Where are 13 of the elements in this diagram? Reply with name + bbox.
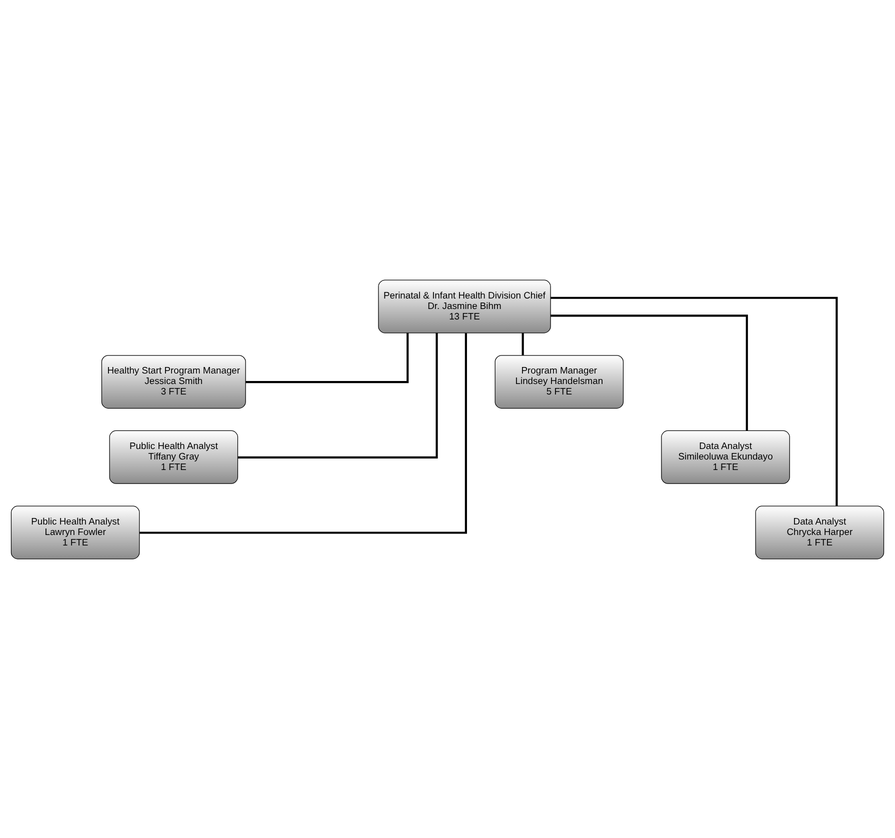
connector [550, 314, 748, 430]
connector [140, 332, 467, 534]
node-box: Data Analyst Simileoluwa Ekundayo 1 FTE [661, 430, 790, 484]
connector [238, 332, 438, 458]
node-box: Perinatal & Infant Health Division Chief Dr. Jasmine Bihm 13 FTE [378, 279, 551, 333]
node-box: Public Health Analyst Lawryn Fowler 1 FTE [10, 505, 140, 559]
node-box: Public Health Analyst Tiffany Gray 1 FTE [109, 430, 238, 484]
connector [246, 332, 409, 383]
node-box: Program Manager Lindsey Handelsman 5 FTE [494, 354, 624, 408]
node-box: Data Analyst Chrycka Harper 1 FTE [755, 505, 884, 559]
connector [522, 332, 524, 355]
connector [550, 296, 838, 506]
node-box: Healthy Start Program Manager Jessica Smith 3 FTE [101, 354, 246, 408]
